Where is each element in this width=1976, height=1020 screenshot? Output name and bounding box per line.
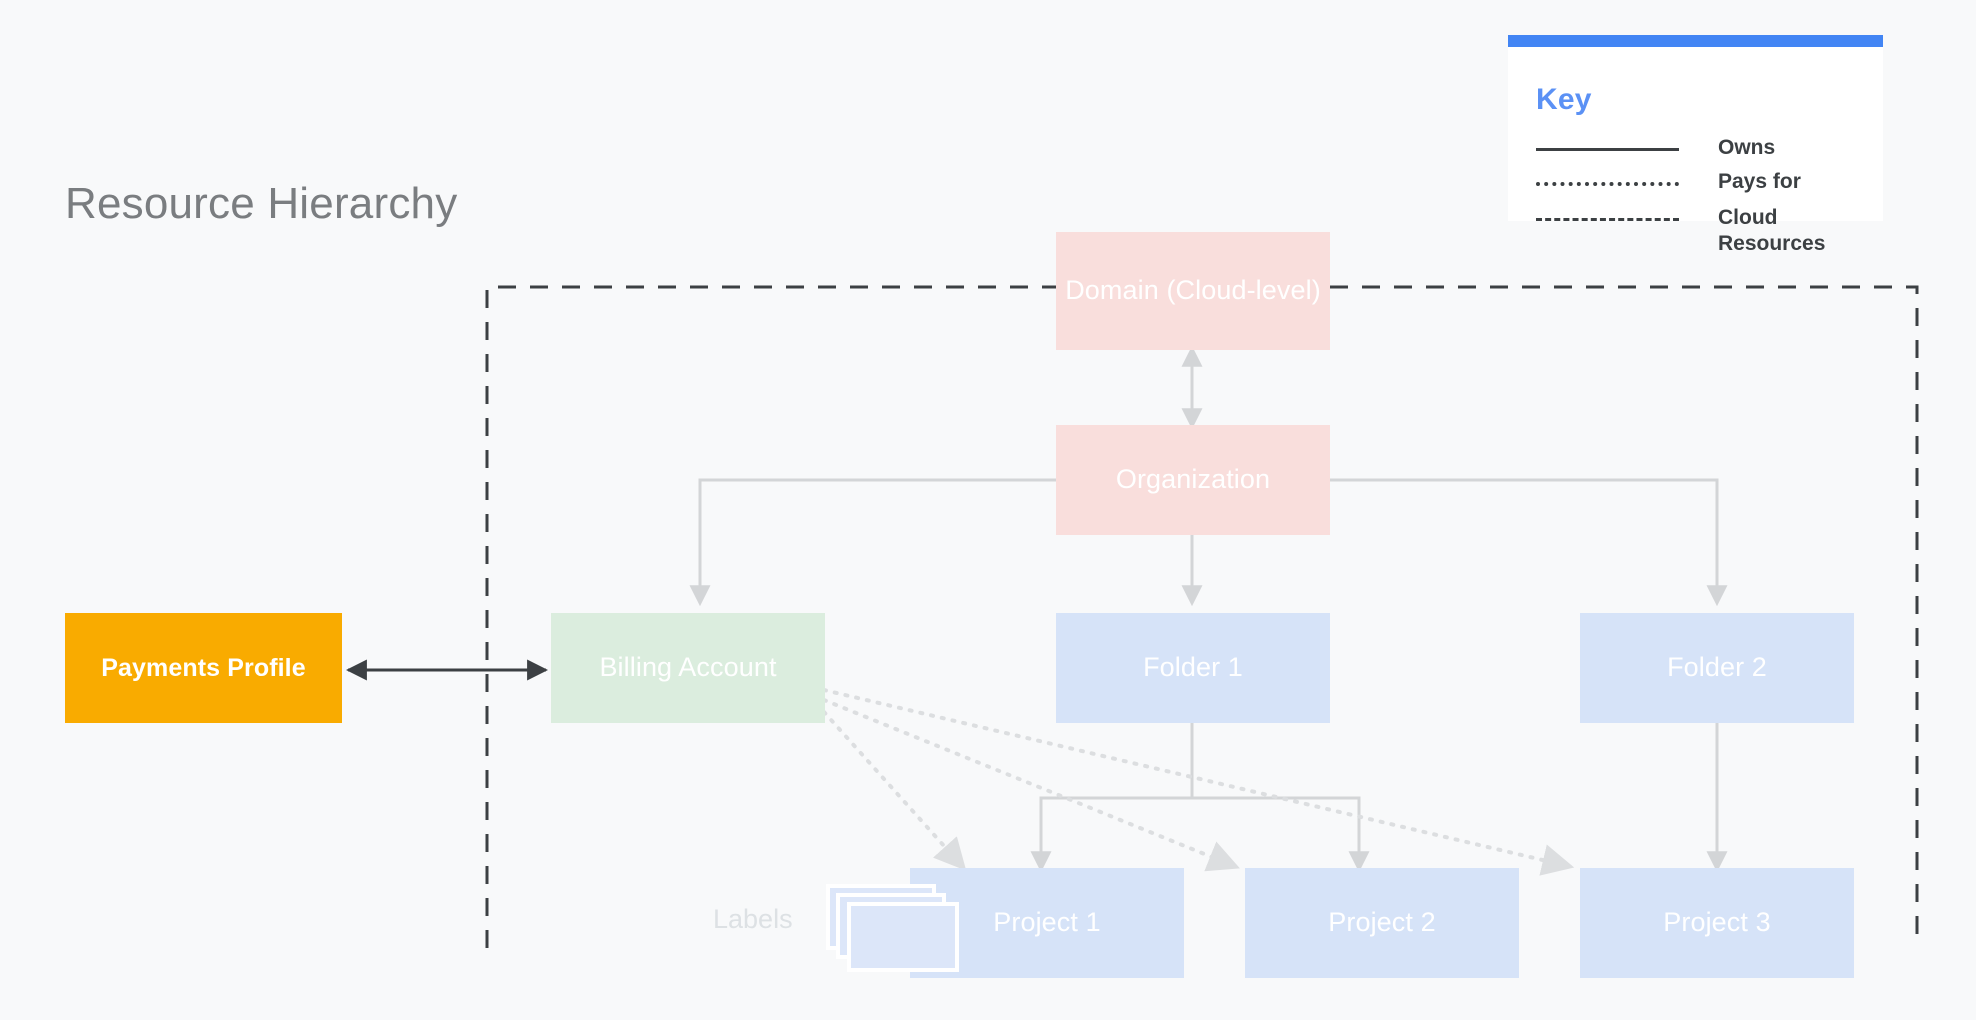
labels-caption: Labels bbox=[713, 904, 793, 934]
node-organization-label: Organization bbox=[1115, 464, 1271, 495]
node-folder-1[interactable]: Folder 1 bbox=[1056, 613, 1330, 723]
node-project-3-label: Project 3 bbox=[1663, 907, 1771, 938]
key-accent-bar bbox=[1508, 35, 1883, 47]
key-row-cloud-resources-label: Cloud Resources bbox=[1718, 206, 1826, 255]
page-title: Resource Hierarchy bbox=[65, 179, 458, 228]
node-project-2[interactable]: Project 2 bbox=[1245, 868, 1519, 978]
key-row-pays-for-label: Pays for bbox=[1718, 170, 1801, 193]
edge-folder1-project2 bbox=[1192, 796, 1370, 873]
node-project-2-label: Project 2 bbox=[1328, 907, 1436, 938]
node-payments-profile-label: Payments Profile bbox=[101, 653, 306, 682]
label-card-front bbox=[847, 902, 959, 972]
edge-billing-project2-paysfor bbox=[822, 698, 1240, 872]
key-row-owns: Owns bbox=[1536, 135, 1866, 171]
labels-stack-icon[interactable] bbox=[826, 884, 959, 972]
node-folder-1-label: Folder 1 bbox=[1143, 652, 1243, 683]
node-folder-2[interactable]: Folder 2 bbox=[1580, 613, 1854, 723]
node-billing-account[interactable]: Billing Account bbox=[551, 613, 825, 723]
key-title: Key bbox=[1536, 83, 1592, 116]
node-domain-label: Domain (Cloud-level) bbox=[1065, 275, 1321, 306]
node-domain[interactable]: Domain (Cloud-level) bbox=[1056, 232, 1330, 350]
edge-folder1-project1 bbox=[1030, 723, 1194, 873]
node-billing-account-label: Billing Account bbox=[599, 652, 777, 683]
dashed-line-icon bbox=[1536, 218, 1679, 221]
node-project-1-label: Project 1 bbox=[993, 907, 1101, 938]
dotted-line-icon bbox=[1536, 182, 1679, 186]
key-legend-panel: Key Owns Pays for Cloud Resources bbox=[1508, 35, 1883, 255]
node-project-3[interactable]: Project 3 bbox=[1580, 868, 1854, 978]
solid-line-icon bbox=[1536, 148, 1679, 151]
key-row-cloud-resources: Cloud Resources bbox=[1536, 205, 1866, 255]
node-payments-profile[interactable]: Payments Profile bbox=[65, 613, 342, 723]
key-row-owns-label: Owns bbox=[1718, 136, 1776, 159]
edge-billing-project1-paysfor bbox=[822, 710, 967, 871]
key-row-pays-for: Pays for bbox=[1536, 169, 1866, 205]
node-organization[interactable]: Organization bbox=[1056, 425, 1330, 535]
node-folder-2-label: Folder 2 bbox=[1667, 652, 1767, 683]
